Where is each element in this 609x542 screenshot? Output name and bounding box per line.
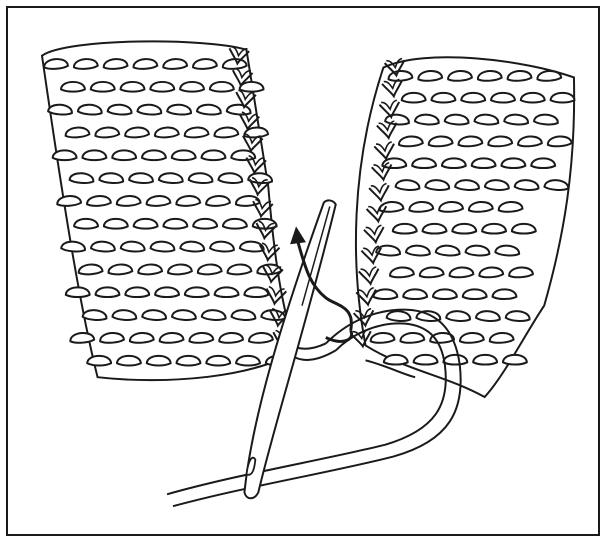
- stitch-mark: [147, 356, 171, 366]
- stitch-mark: [134, 219, 158, 229]
- stitch-mark: [53, 150, 77, 160]
- stitch-mark: [491, 93, 515, 103]
- stitch-mark: [74, 219, 98, 229]
- stitch-mark: [403, 289, 427, 299]
- stitch-mark: [70, 332, 94, 343]
- stitch-mark: [373, 289, 397, 299]
- stitch-mark: [193, 219, 217, 229]
- stitch-mark: [150, 82, 174, 92]
- stitch-mark: [155, 287, 179, 297]
- stitch-mark: [82, 150, 106, 160]
- stitch-mark: [125, 287, 149, 297]
- stitch-mark: [501, 158, 525, 168]
- stitch-mark: [87, 356, 111, 366]
- stitch-mark: [493, 289, 517, 299]
- stitch-mark: [177, 356, 201, 366]
- stitch-mark: [512, 224, 536, 234]
- stitch-mark: [423, 224, 447, 234]
- stitch-mark: [414, 355, 438, 365]
- stitch-mark: [91, 82, 115, 92]
- knitting-seam-illustration: [8, 8, 598, 534]
- stitch-mark: [142, 150, 166, 160]
- stitch-mark: [57, 195, 81, 206]
- stitch-mark: [244, 287, 268, 297]
- stitch-mark: [412, 158, 436, 168]
- stitch-mark: [112, 150, 136, 160]
- stitch-mark: [393, 224, 417, 234]
- illustration-frame: [6, 6, 600, 536]
- stitch-mark: [61, 82, 85, 92]
- stitch-mark: [163, 219, 187, 229]
- stitch-mark: [461, 93, 485, 103]
- stitch-mark: [66, 287, 90, 297]
- stitch-mark: [210, 82, 234, 92]
- stitch-mark: [463, 289, 487, 299]
- stitch-mark: [442, 158, 466, 168]
- stitch-mark: [236, 356, 260, 366]
- stitch-mark: [482, 224, 506, 234]
- stitch-mark: [117, 356, 141, 366]
- stitch-mark: [206, 356, 230, 366]
- stitch-mark: [551, 93, 575, 103]
- stitch-mark: [503, 355, 527, 365]
- stitch-mark: [185, 287, 209, 297]
- stitch-mark: [472, 158, 496, 168]
- stitch-mark: [452, 224, 476, 234]
- stitch-mark: [521, 93, 545, 103]
- stitch-mark: [121, 82, 145, 92]
- stitch-mark: [180, 82, 204, 92]
- stitch-mark: [443, 355, 467, 365]
- stitch-mark: [473, 355, 497, 365]
- stitch-mark: [432, 93, 456, 103]
- stitch-mark: [104, 219, 128, 229]
- stitch-mark: [215, 287, 239, 297]
- stitch-mark: [531, 158, 555, 168]
- stitch-mark: [223, 219, 247, 229]
- stitch-mark: [402, 93, 426, 103]
- stitch-mark: [384, 355, 408, 365]
- stitch-mark: [96, 287, 120, 297]
- stitch-mark: [433, 289, 457, 299]
- stitch-mark: [202, 150, 226, 160]
- stitch-mark: [172, 150, 196, 160]
